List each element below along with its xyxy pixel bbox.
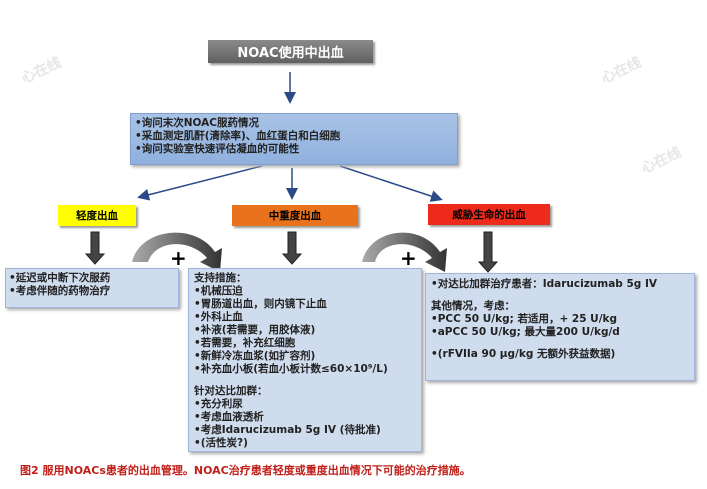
- curved-arrow-moderate-to-life: [362, 232, 447, 272]
- mild-action: •考虑伴随的药物治疗: [9, 285, 111, 297]
- figure-caption: 图2 服用NOACs患者的出血管理。NOAC治疗患者轻度或重度出血情况下可能的治…: [20, 464, 471, 477]
- mild-action: •延迟或中断下次服药: [9, 272, 111, 284]
- dabigatran-item: •考虑Idarucizumab 5g IV (待批准): [194, 424, 381, 436]
- support-item: •若需要，补充红细胞: [194, 337, 296, 349]
- other-heading: 其他情况，考虑：: [431, 300, 515, 312]
- moderate-bleeding-label: 中重度出血: [232, 205, 358, 226]
- mild-actions-box: •延迟或中断下次服药 •考虑伴随的药物治疗: [5, 268, 179, 308]
- support-heading: 支持措施：: [194, 272, 247, 284]
- other-item: •PCC 50 U/kg; 若适用，+ 25 U/kg: [431, 313, 618, 325]
- other-item: •aPCC 50 U/kg; 最大量200 U/kg/d: [431, 326, 620, 338]
- down-arrow-life: [477, 231, 499, 273]
- moderate-actions-box: 支持措施： •机械压迫 •胃肠道出血，则内镜下止血 •外科止血 •补液(若需要，…: [188, 268, 422, 452]
- life-action-last: •(rFVIIa 90 µg/kg 无额外获益数据): [431, 348, 616, 360]
- down-arrow-mild: [84, 231, 106, 265]
- arrow-to-mild: [137, 165, 263, 201]
- arrow-to-life: [339, 165, 443, 202]
- assessment-item: •询问末次NOAC服药情况: [135, 117, 259, 129]
- support-item: •补充血小板(若血小板计数≤60×10⁹/L): [194, 363, 388, 375]
- dabigatran-item: •考虑血液透析: [194, 411, 264, 423]
- assessment-item: •询问实验室快速评估凝血的可能性: [135, 143, 300, 155]
- curved-arrow-mild-to-moderate: [132, 232, 222, 272]
- life-threatening-bleeding-label: 威胁生命的出血: [428, 204, 550, 225]
- plus-sign: +: [400, 246, 417, 270]
- support-item: •补液(若需要，用胶体液): [194, 324, 316, 336]
- dabigatran-heading: 针对达比加群：: [194, 385, 268, 397]
- support-item: •胃肠道出血，则内镜下止血: [194, 298, 327, 310]
- support-item: •机械压迫: [194, 285, 243, 297]
- support-item: •外科止血: [194, 311, 243, 323]
- plus-sign: +: [170, 246, 187, 270]
- life-actions-box: •对达比加群治疗患者：Idarucizumab 5g IV 其他情况，考虑： •…: [425, 273, 695, 381]
- title-box: NOAC使用中出血: [208, 40, 373, 63]
- mild-bleeding-label: 轻度出血: [58, 205, 136, 226]
- assessment-item: •采血测定肌酐(清除率)、血红蛋白和白细胞: [135, 130, 341, 142]
- assessment-box: •询问末次NOAC服药情况 •采血测定肌酐(清除率)、血红蛋白和白细胞 •询问实…: [130, 113, 458, 165]
- dabigatran-item: •(活性炭?): [194, 437, 248, 449]
- dabigatran-item: •充分利尿: [194, 398, 243, 410]
- down-arrow-moderate: [281, 231, 303, 265]
- support-item: •新鲜冷冻血浆(如扩容剂): [194, 350, 316, 362]
- life-action-first: •对达比加群治疗患者：Idarucizumab 5g IV: [431, 278, 657, 290]
